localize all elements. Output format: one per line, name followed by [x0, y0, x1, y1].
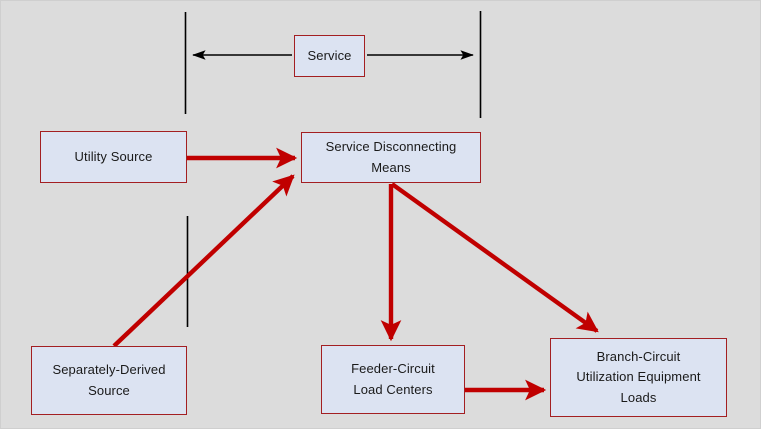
- node-service-disconnecting-means-label-line2: Means: [371, 159, 411, 175]
- node-service-disconnecting-means-label-line1: Service Disconnecting: [325, 139, 457, 155]
- service-disconnecting-to-branch-circuit-arrow: [390, 182, 599, 333]
- node-utility-source[interactable]: Utility Source: [40, 131, 187, 183]
- node-feeder-circuit-load-centers[interactable]: Feeder-Circuit Load Centers: [321, 345, 465, 414]
- node-branch-circuit-label-line1: Branch-Circuit: [596, 349, 681, 365]
- node-separately-derived-source[interactable]: Separately-Derived Source: [31, 346, 187, 415]
- node-feeder-circuit-load-centers-label-line2: Load Centers: [353, 381, 433, 397]
- node-utility-source-label: Utility Source: [74, 148, 153, 164]
- node-branch-circuit-utilization-equipment-loads[interactable]: Branch-Circuit Utilization Equipment Loa…: [550, 338, 727, 417]
- node-service[interactable]: Service: [294, 35, 365, 77]
- separately-derived-source-to-service-disconnecting-arrow: [112, 174, 295, 348]
- node-branch-circuit-label-line3: Loads: [620, 389, 657, 405]
- node-separately-derived-source-label-line1: Separately-Derived: [52, 362, 166, 378]
- node-branch-circuit-label-line2: Utilization Equipment: [576, 369, 701, 385]
- node-separately-derived-source-label-line2: Source: [88, 382, 130, 398]
- node-service-label: Service: [307, 47, 352, 63]
- node-service-disconnecting-means[interactable]: Service Disconnecting Means: [301, 132, 481, 183]
- node-feeder-circuit-load-centers-label-line1: Feeder-Circuit: [351, 361, 435, 377]
